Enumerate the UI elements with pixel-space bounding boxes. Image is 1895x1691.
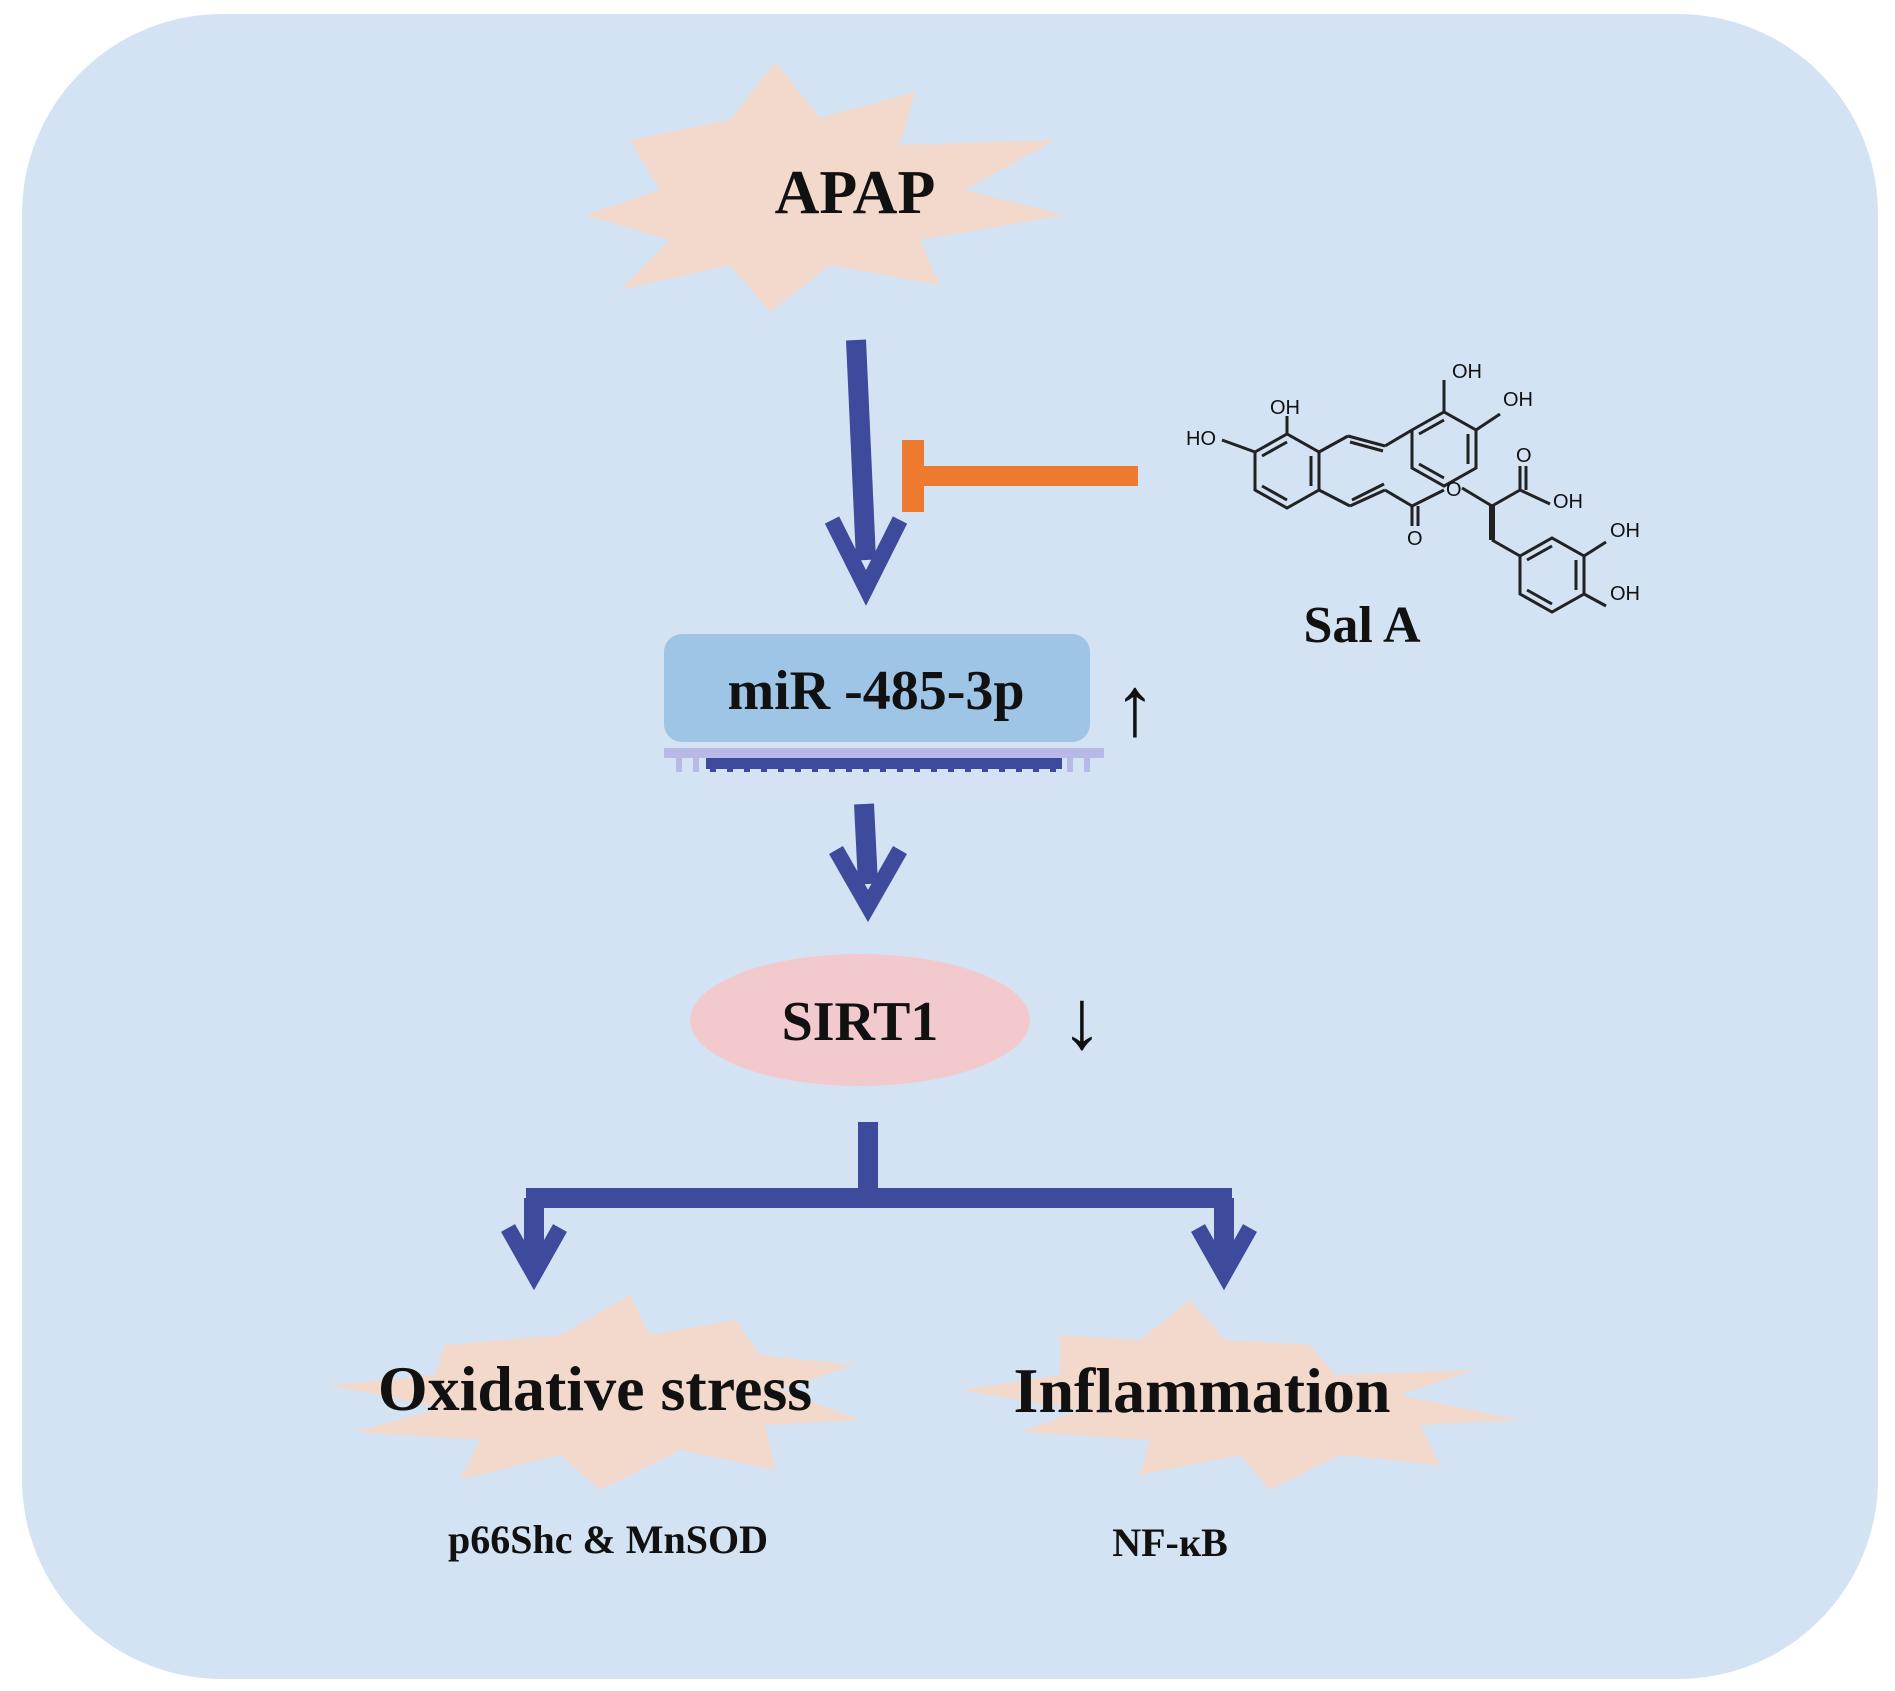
mirna-box [664,634,1090,742]
sirt1-label: SIRT1 [782,991,939,1053]
duplex-tick [1016,758,1022,772]
duplex-tick [897,758,903,772]
duplex-tick [829,758,835,772]
mirna-up-arrow: ↑ [1114,661,1156,754]
duplex-tick [948,758,954,772]
oxidative-stress-label: Oxidative stress [378,1353,812,1424]
atom-label-oh: OH [1270,397,1300,419]
atom-label-oh: OH [1553,491,1583,513]
atom-label-oh: OH [1503,389,1533,411]
arrow-mirna-to-sirt1 [829,803,907,923]
atom-label-o: O [1407,528,1423,550]
apap-burst [585,62,1065,312]
duplex-tick [693,758,699,772]
duplex-tick [727,758,733,772]
mirna-label: miR -485-3p [727,660,1024,722]
duplex-tick [863,758,869,772]
duplex-tick [999,758,1005,772]
duplex-tick [846,758,852,772]
atom-label-oh: OH [1452,361,1482,383]
atom-label-o: O [1516,445,1532,467]
atom-label-oh: OH [1610,520,1640,542]
inhibition-bar [902,440,1138,512]
inflammation-label: Inflammation [1014,1355,1391,1426]
sal-a-structure [1221,380,1607,614]
duplex-tick [812,758,818,772]
duplex-tick [744,758,750,772]
atom-label-ho: HO [1186,428,1216,450]
branch-arrow [501,1122,1257,1291]
oxidative-burst [330,1295,860,1490]
arrow-apap-to-mirna [824,339,908,606]
background-panel [22,14,1878,1679]
sirt1-down-arrow: ↓ [1061,974,1103,1067]
duplex-tick [761,758,767,772]
sal-a-atom-labels: OH OH HO OH OH OH OH O O O [1186,361,1640,605]
inflammation-burst [960,1300,1520,1490]
sal-a-label: Sal A [1303,597,1420,654]
duplex-tick [795,758,801,772]
rna-duplex-icon [664,748,1104,772]
duplex-tick [880,758,886,772]
atom-label-o: O [1446,479,1462,501]
apap-label: APAP [775,159,936,227]
duplex-tick [1050,758,1056,772]
duplex-tick [1033,758,1039,772]
duplex-tick [931,758,937,772]
duplex-tick [710,758,716,772]
duplex-tick [1067,758,1073,772]
duplex-tick [1084,758,1090,772]
duplex-tick [778,758,784,772]
inflammation-markers: NF-ĸB [1112,1520,1228,1565]
duplex-tick [676,758,682,772]
duplex-tick [982,758,988,772]
oxidative-markers: p66Shc & MnSOD [448,1517,768,1562]
duplex-tick [914,758,920,772]
sirt1-ellipse [690,954,1030,1086]
duplex-tick [965,758,971,772]
atom-label-oh: OH [1610,583,1640,605]
